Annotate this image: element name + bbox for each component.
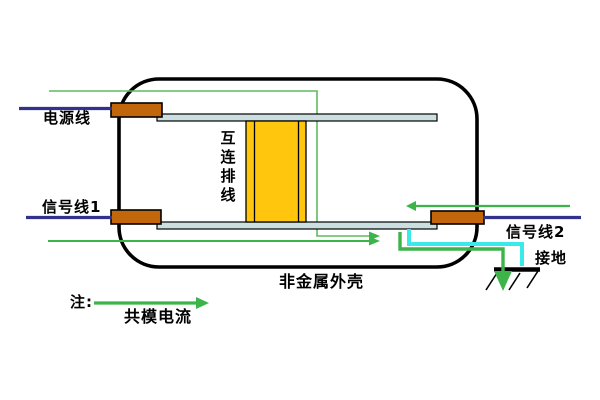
power-line-label: 电源线	[43, 109, 92, 127]
note-prefix-label: 注:	[70, 293, 93, 311]
connector-signal2	[430, 210, 485, 225]
interconnect-ribbon	[245, 120, 307, 223]
signal-line2-label: 信号线2	[506, 223, 566, 241]
common-mode-current-path-ground	[398, 232, 512, 291]
legend-current-arrow	[94, 297, 209, 309]
enclosure-outline	[117, 77, 479, 269]
common-mode-current-path-signal1	[48, 236, 380, 246]
pcb-board-bottom	[156, 221, 438, 230]
ground-label: 接地	[535, 249, 568, 267]
ground-wire	[407, 229, 524, 266]
earth-ground-symbol	[485, 267, 540, 291]
common-mode-current-arrow-signal2	[406, 201, 570, 211]
interconnect-ribbon-label: 互连排线	[218, 130, 237, 206]
signal-line1-label: 信号线1	[42, 198, 102, 216]
connector-power	[110, 102, 163, 118]
enclosure-label: 非金属外壳	[279, 272, 365, 291]
pcb-board-top	[156, 113, 438, 122]
connector-signal1	[110, 209, 162, 225]
common-mode-current-legend-label: 共模电流	[124, 307, 193, 326]
